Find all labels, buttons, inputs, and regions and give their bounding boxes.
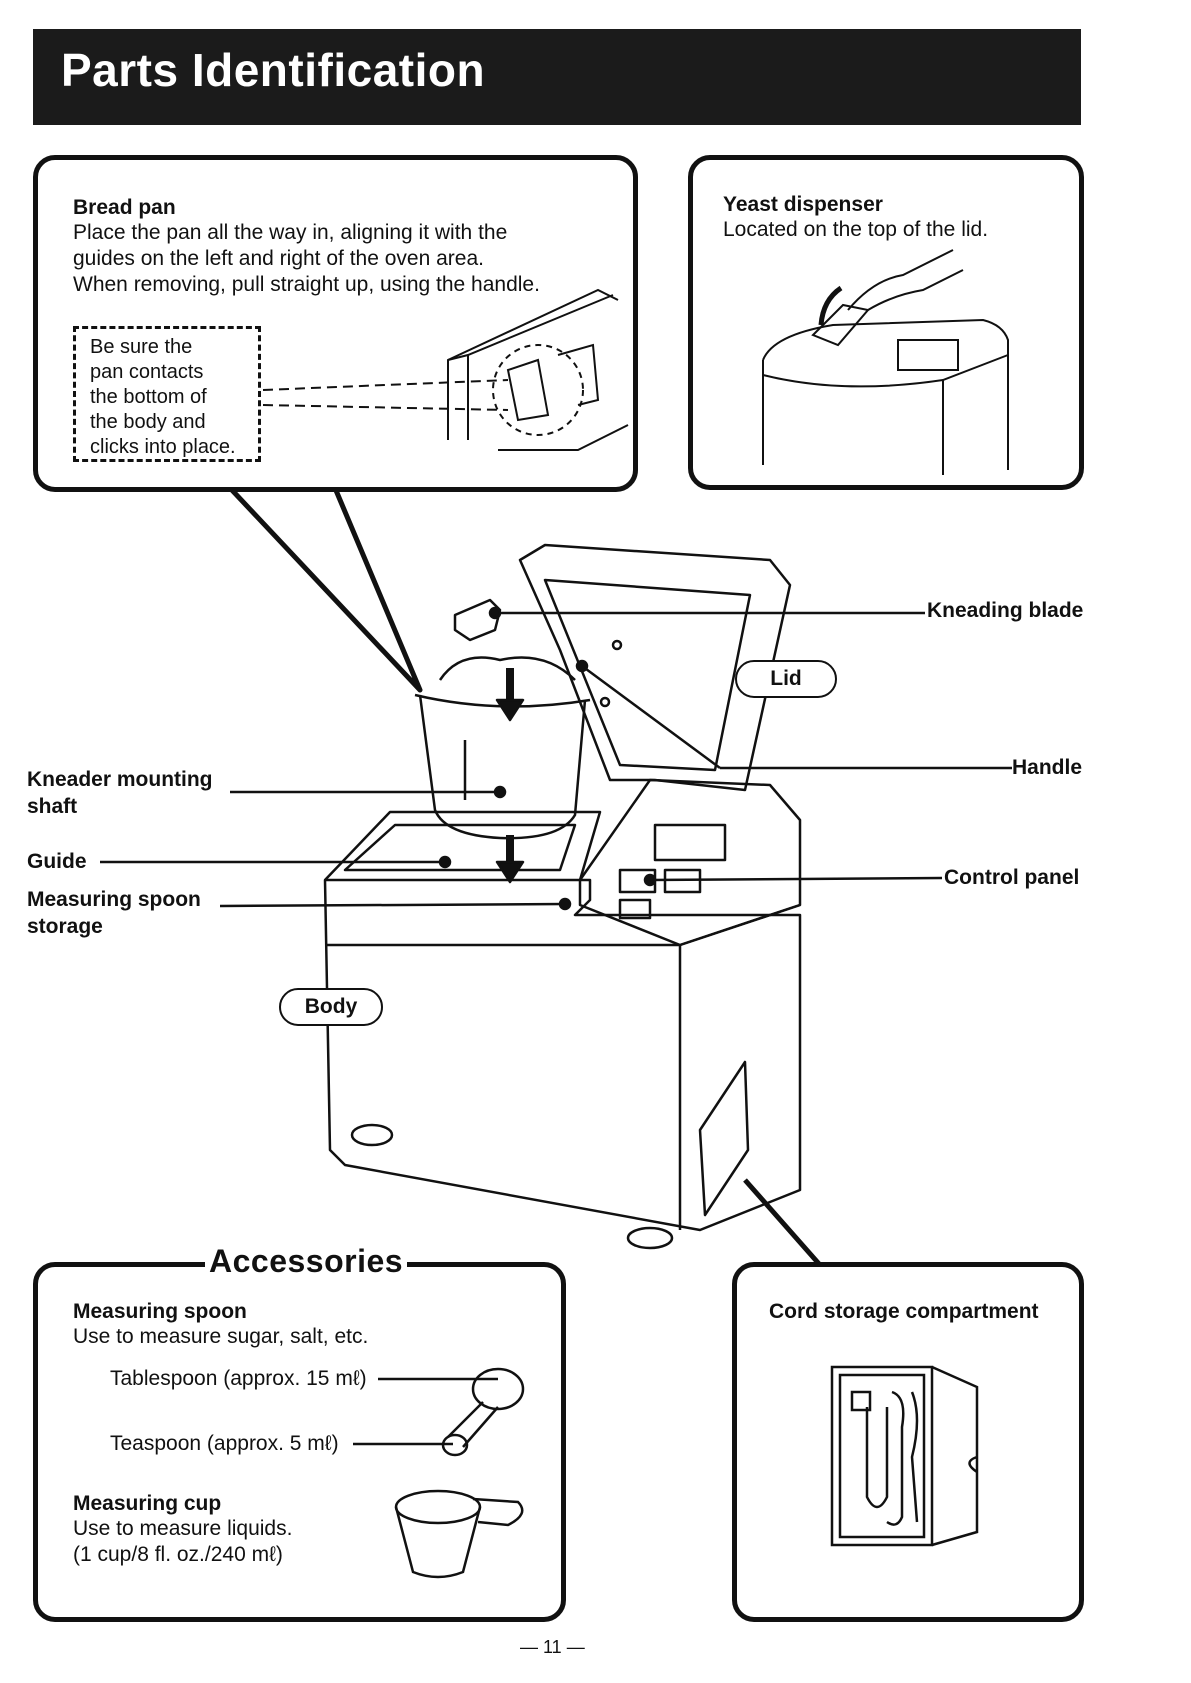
note-line: Be sure the [90,336,193,358]
guide-label: Guide [27,850,87,873]
bread-pan-heading: Bread pan [73,196,176,219]
page-number: — 11 — [520,1637,585,1657]
cord-storage-callout: Cord storage compartment [732,1262,1084,1622]
bread-pan-shape [418,694,587,840]
tablespoon-text: Tablespoon (approx. 15 mℓ) [110,1367,367,1390]
page-title: Parts Identification [61,44,486,96]
spoon-storage-label: Measuring spoon storage [27,886,201,940]
note-line: pan contacts [90,361,204,383]
yeast-heading: Yeast dispenser [723,193,883,216]
lid-label: Lid [735,660,837,698]
bread-pan-line-1: Place the pan all the way in, aligning i… [73,221,508,244]
kneading-blade-label: Kneading blade [927,599,1084,622]
bread-pan-line-3: When removing, pull straight up, using t… [73,273,540,296]
kneader-shaft-label-line-2: shaft [27,795,78,818]
machine-body [323,878,802,1232]
bread-pan-note: Be sure the pan contacts the bottom of t… [73,326,261,462]
bread-pan-callout: Bread pan Place the pan all the way in, … [33,155,638,492]
bread-pan-pointer [228,486,423,693]
accessories-title: Accessories [205,1243,408,1280]
control-panel-shape [578,778,802,947]
title-bar: Parts Identification [33,29,1081,125]
note-line: the body and [90,411,206,433]
cord-pointer [743,1178,881,1271]
spoon-text: Use to measure sugar, salt, etc. [73,1325,369,1348]
kneader-shaft-label-line-1: Kneader mounting [27,768,213,791]
yeast-dispenser-illustration [762,249,1009,475]
kneader-shaft-label: Kneader mounting shaft [27,766,213,820]
bread-pan-detail-illustration [262,288,629,451]
note-line: clicks into place. [90,436,236,458]
body-label: Body [279,988,383,1026]
cup-heading: Measuring cup [73,1492,222,1515]
cord-heading: Cord storage compartment [769,1300,1039,1323]
lid-shape [518,543,792,792]
teaspoon-text: Teaspoon (approx. 5 mℓ) [110,1432,339,1455]
note-line: the bottom of [90,386,207,408]
cup-text-1: Use to measure liquids. [73,1517,293,1540]
spoon-heading: Measuring spoon [73,1300,247,1323]
spoon-storage-label-line-1: Measuring spoon [27,888,201,911]
control-panel-label: Control panel [944,866,1080,889]
bread-pan-line-2: guides on the left and right of the oven… [73,247,484,270]
yeast-dispenser-callout: Yeast dispenser Located on the top of th… [688,155,1084,490]
accessories-callout: Measuring spoon Use to measure sugar, sa… [33,1262,566,1622]
spoon-storage-label-line-2: storage [27,915,103,938]
yeast-text: Located on the top of the lid. [723,218,989,241]
accessories-illustration [353,1367,525,1579]
kneading-blade-shape [453,598,502,642]
handle-label: Handle [1012,756,1083,779]
cord-compartment-illustration [830,1365,979,1547]
cup-text-2: (1 cup/8 fl. oz./240 mℓ) [73,1543,283,1566]
